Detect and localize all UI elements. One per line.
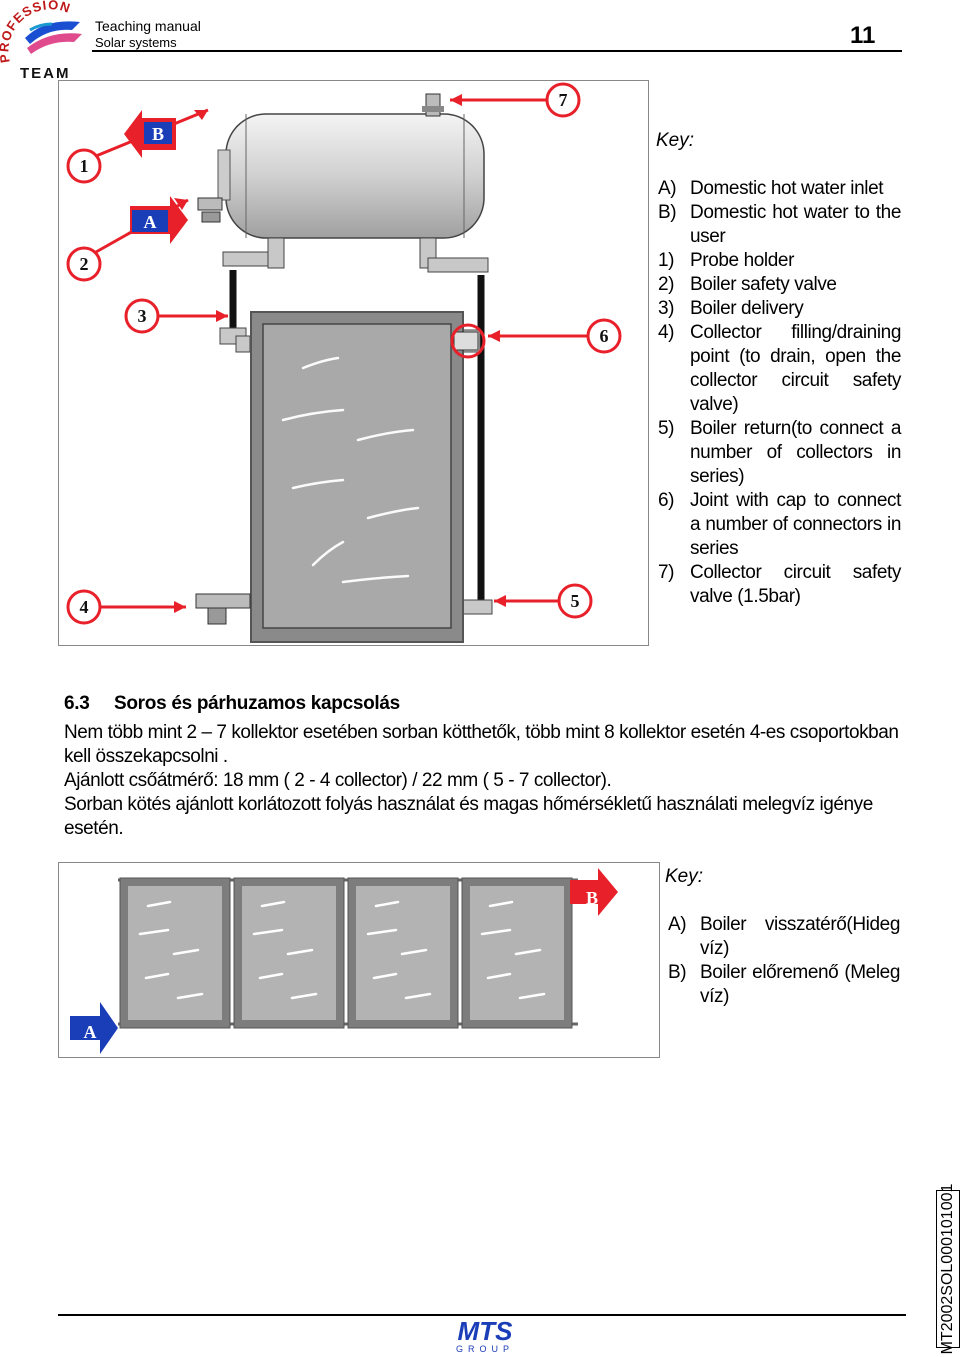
probe-holder — [197, 197, 223, 211]
key-item-1: 1)Probe holder — [658, 250, 794, 271]
paragraph-2: Ajánlott csőátmérő: 18 mm ( 2 - 4 collec… — [64, 770, 612, 791]
key-item-5: 5)Boiler return(to connect a number of c… — [658, 418, 901, 487]
professional-team-logo: PROFESSIONAL TEAM — [0, 0, 82, 80]
key-item-b: B)Domestic hot water to the user — [658, 202, 901, 247]
joint-with-cap — [453, 331, 479, 351]
header-subtitle: Solar systems — [95, 35, 177, 50]
section-title: Soros és párhuzamos kapcsolás — [114, 693, 400, 714]
key-item-3: 3)Boiler delivery — [658, 298, 804, 319]
marker-2: 2 — [80, 254, 89, 274]
footer-rule — [58, 1314, 906, 1316]
page-number: 11 — [850, 22, 876, 49]
header-rule — [92, 50, 902, 52]
filling-draining-valve — [195, 593, 251, 625]
paragraph-3: Sorban kötés ajánlott korlátozott folyás… — [64, 794, 873, 839]
figure2-key-title: Key: — [665, 866, 704, 887]
collector-4 — [461, 877, 573, 1029]
key-item-6: 6)Joint with cap to connect a number of … — [658, 490, 901, 559]
pipes — [229, 270, 485, 600]
brand-text: MTS — [458, 1316, 514, 1346]
figure1-key-title: Key: — [656, 130, 695, 151]
svg-text:A: A — [144, 212, 157, 232]
marker-7: 7 — [559, 90, 568, 110]
svg-text:A: A — [84, 1022, 97, 1042]
fig2-arrow-b: B — [570, 868, 618, 916]
marker-5: 5 — [571, 591, 580, 611]
figure2-diagram: B A — [70, 868, 618, 1054]
section-body: Nem több mint 2 – 7 kollektor esetében s… — [64, 721, 904, 841]
marker-6: 6 — [600, 326, 609, 346]
header-title: Teaching manual — [95, 18, 201, 34]
svg-text:B: B — [152, 124, 164, 144]
collector-safety-valve — [422, 93, 444, 117]
key-item-a: A)Domestic hot water inlet — [658, 178, 884, 199]
paragraph-1: Nem több mint 2 – 7 kollektor esetében s… — [64, 722, 899, 767]
key-item-4: 4)Collector filling/draining point (to d… — [658, 322, 901, 415]
svg-text:B: B — [586, 888, 598, 908]
collector-row — [119, 877, 573, 1029]
fig2-key-item-a: A)Boiler visszatérő(Hideg víz) — [668, 914, 900, 959]
mts-group-logo: MTS GROUP — [456, 1316, 514, 1354]
marker-3: 3 — [138, 306, 147, 326]
figure1-key-list: A)Domestic hot water inlet B)Domestic ho… — [658, 177, 901, 609]
arrow-a: A — [130, 196, 188, 244]
boiler-tank — [217, 113, 485, 239]
logo-team-text: TEAM — [20, 65, 71, 80]
document-code: MT2002SOL000101001 — [936, 1184, 960, 1354]
solar-collector-panel — [250, 311, 464, 643]
key-item-7: 7)Collector circuit safety valve (1.5bar… — [658, 562, 901, 607]
fig2-arrow-a: A — [70, 1002, 118, 1054]
figure1-diagram: 1 2 3 4 5 6 7 B A — [66, 82, 622, 643]
arrow-b: B — [124, 110, 176, 158]
group-text: GROUP — [456, 1344, 514, 1354]
key-item-2: 2)Boiler safety valve — [658, 274, 837, 295]
section-heading: 6.3 Soros és párhuzamos kapcsolás — [64, 693, 400, 715]
marker-1: 1 — [80, 156, 89, 176]
figure2-key-list: A)Boiler visszatérő(Hideg víz) B)Boiler … — [668, 913, 900, 1009]
marker-4: 4 — [80, 597, 89, 617]
section-number: 6.3 — [64, 693, 90, 714]
fig2-key-item-b: B)Boiler előremenő (Meleg víz) — [668, 962, 900, 1007]
